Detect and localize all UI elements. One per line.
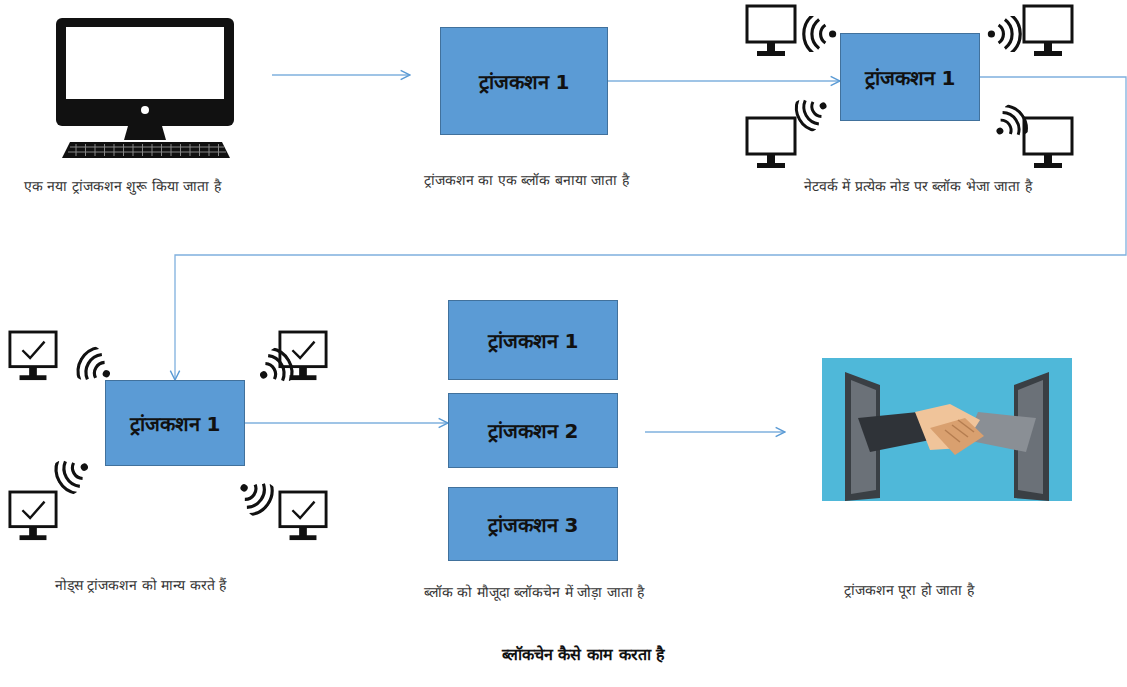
step-caption: ट्रांजकशन पूरा हो जाता है <box>844 580 1084 602</box>
flow-connector <box>175 77 1126 380</box>
step-caption: नेटवर्क में प्रत्येक नोड पर ब्लॉक भेजा ज… <box>804 176 1034 198</box>
flow-connector <box>245 422 448 423</box>
transaction-box: ट्रांजकशन 1 <box>840 33 980 121</box>
step-caption: एक नया ट्रांजकशन शुरू किया जाता है <box>24 176 284 198</box>
box-label: ट्रांजकशन 1 <box>488 327 579 354</box>
validating-nodes <box>10 332 326 540</box>
desktop-computer <box>56 18 234 158</box>
step-caption: नोड्स ट्रांजकशन को मान्य करते हैं <box>55 575 295 597</box>
box-label: ट्रांजकशन 3 <box>488 511 579 538</box>
handshake-picture <box>822 358 1072 501</box>
flow-arrow <box>645 431 785 432</box>
transaction-box: ट्रांजकशन 1 <box>440 27 608 135</box>
box-label: ट्रांजकशन 1 <box>479 68 570 95</box>
step-caption: ट्रांजकशन का एक ब्लॉक बनाया जाता है <box>424 170 654 192</box>
network-nodes <box>747 6 1072 168</box>
step-caption: ब्लॉक को मौजूदा ब्लॉकचेन में जोड़ा जाता … <box>424 582 684 604</box>
transaction-box: ट्रांजकशन 3 <box>448 487 618 561</box>
flow-connector <box>608 80 840 81</box>
box-label: ट्रांजकशन 1 <box>865 64 956 91</box>
figure-caption: ब्लॉकचेन कैसे काम करता है <box>502 643 665 665</box>
transaction-box: ट्रांजकशन 1 <box>105 380 245 466</box>
transaction-box: ट्रांजकशन 1 <box>448 300 618 380</box>
flow-arrow <box>272 74 410 75</box>
transaction-box: ट्रांजकशन 2 <box>448 393 618 468</box>
box-label: ट्रांजकशन 1 <box>130 410 221 437</box>
box-label: ट्रांजकशन 2 <box>488 417 579 444</box>
